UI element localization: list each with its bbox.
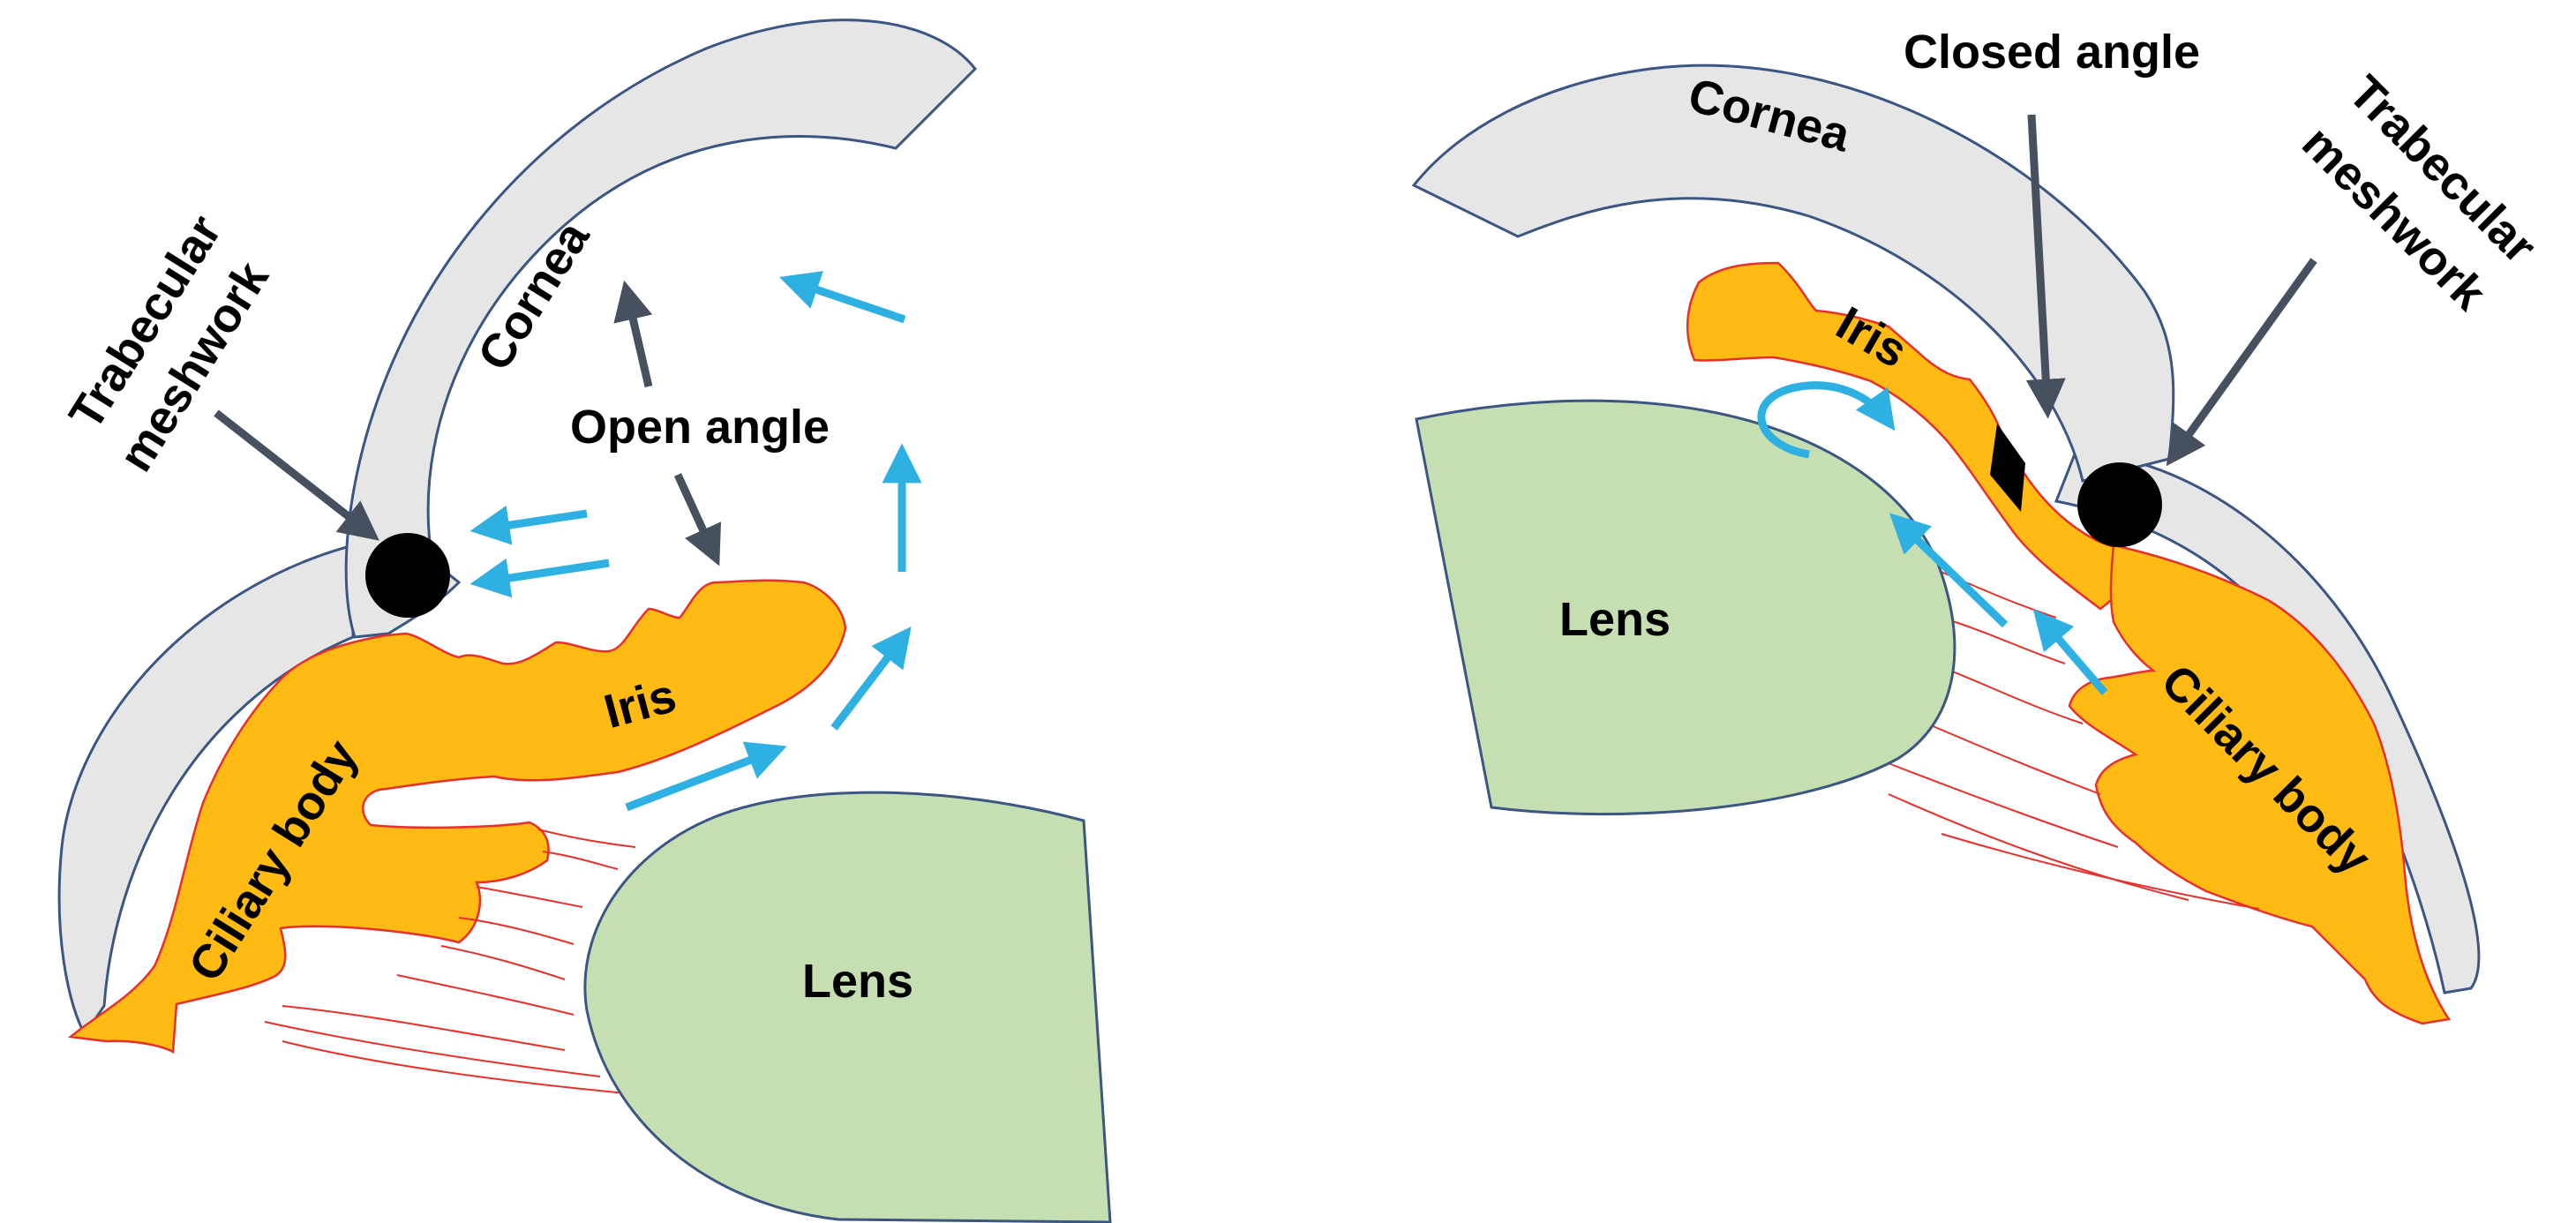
right-ciliary-body — [2068, 544, 2452, 1025]
right-flow-arrows — [1757, 381, 2108, 695]
left-lens — [583, 791, 1112, 1223]
right-cornea — [1411, 64, 2175, 483]
right-pointer-arrows — [2025, 114, 2317, 467]
open-angle-panel: Cornea Trabecular meshwork Open angle Ir… — [57, 19, 1112, 1223]
right-lens — [1415, 399, 1956, 816]
left-ciliary-body — [67, 579, 847, 1054]
left-zonules — [264, 829, 636, 1095]
right-angle-label: Closed angle — [1904, 26, 2200, 79]
left-cornea — [344, 19, 977, 639]
left-sclera — [57, 544, 355, 1037]
right-lens-label: Lens — [1559, 593, 1671, 646]
left-pointer-arrows — [214, 280, 722, 566]
left-angle-label: Open angle — [570, 401, 830, 454]
left-flow-arrows — [469, 271, 922, 812]
right-closed-angle-block — [1990, 424, 2025, 512]
right-trabecular-meshwork — [2077, 462, 2162, 547]
closed-angle-panel: Cornea Closed angle Trabecular meshwork … — [1411, 26, 2547, 1025]
left-trabecular-meshwork — [365, 533, 450, 618]
left-lens-label: Lens — [802, 955, 913, 1008]
